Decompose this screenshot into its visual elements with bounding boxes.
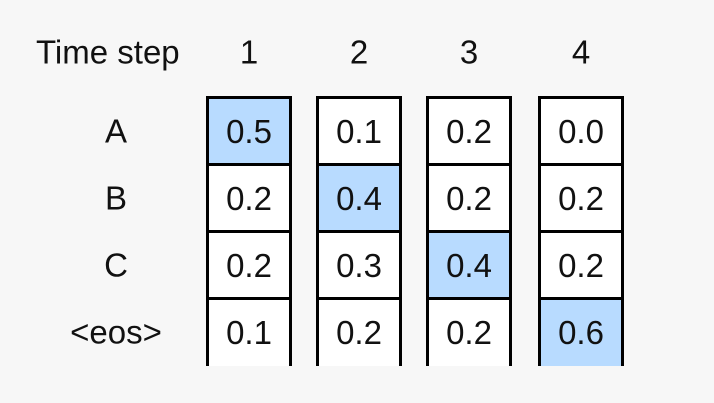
time-step-1-label: 1: [239, 33, 259, 71]
cell-t1-b: 0.2: [209, 166, 289, 232]
row-label-eos: <eos>: [70, 313, 162, 351]
cell-t3-a: 0.2: [429, 99, 509, 165]
cell-t3-c: 0.4: [429, 233, 509, 299]
time-step-1-column: 0.5 0.2 0.2 0.1: [206, 96, 292, 366]
time-step-4-label: 4: [571, 33, 591, 71]
cell-t3-b: 0.2: [429, 166, 509, 232]
cell-t3-eos: 0.2: [429, 300, 509, 366]
cell-t4-c: 0.2: [541, 233, 621, 299]
row-label-b: B: [104, 179, 128, 217]
cell-t2-c: 0.3: [319, 233, 399, 299]
time-step-3-label: 3: [459, 33, 479, 71]
cell-t2-a: 0.1: [319, 99, 399, 165]
cell-t1-c: 0.2: [209, 233, 289, 299]
cell-t2-b: 0.4: [319, 166, 399, 232]
time-step-header: Time step: [36, 33, 180, 71]
cell-t1-eos: 0.1: [209, 300, 289, 366]
cell-divider: [319, 163, 399, 166]
cell-divider: [429, 163, 509, 166]
cell-divider: [209, 297, 289, 300]
cell-divider: [541, 230, 621, 233]
cell-divider: [209, 230, 289, 233]
cell-t2-eos: 0.2: [319, 300, 399, 366]
cell-t1-a: 0.5: [209, 99, 289, 165]
cell-t4-a: 0.0: [541, 99, 621, 165]
row-label-c: C: [104, 246, 128, 284]
cell-divider: [209, 163, 289, 166]
time-step-4-column: 0.0 0.2 0.2 0.6: [538, 96, 624, 366]
cell-divider: [429, 297, 509, 300]
cell-t4-b: 0.2: [541, 166, 621, 232]
cell-divider: [319, 297, 399, 300]
row-label-a: A: [104, 112, 128, 150]
time-step-2-label: 2: [349, 33, 369, 71]
cell-divider: [319, 230, 399, 233]
cell-divider: [429, 230, 509, 233]
cell-t4-eos: 0.6: [541, 300, 621, 366]
cell-divider: [541, 163, 621, 166]
time-step-3-column: 0.2 0.2 0.4 0.2: [426, 96, 512, 366]
time-step-2-column: 0.1 0.4 0.3 0.2: [316, 96, 402, 366]
cell-divider: [541, 297, 621, 300]
